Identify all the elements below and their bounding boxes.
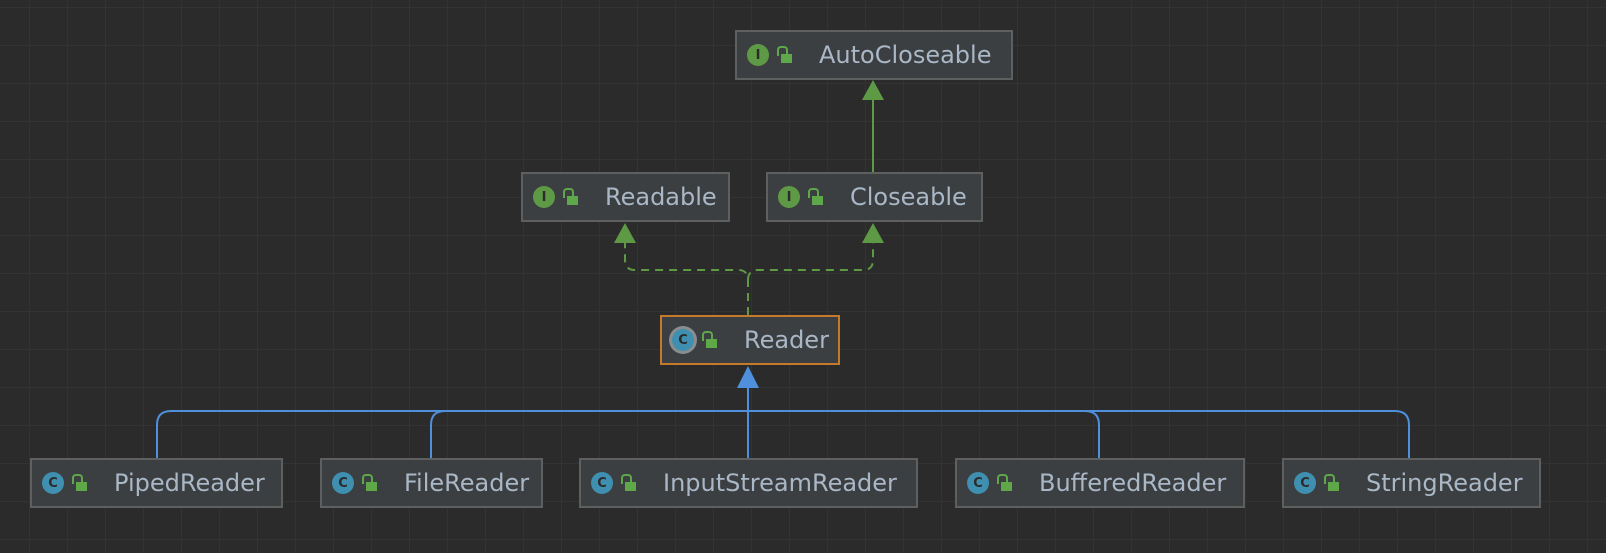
edge-filereader-reader — [430, 410, 446, 458]
node-filereader[interactable]: C FileReader — [320, 458, 543, 508]
arrowhead-reader — [737, 366, 759, 388]
abstract-class-icon: C — [672, 329, 694, 351]
interface-icon: I — [533, 186, 555, 208]
node-readable[interactable]: I Readable — [521, 172, 730, 222]
class-icon: C — [42, 472, 64, 494]
edge-reader-readable — [624, 241, 749, 315]
public-lock-icon — [72, 474, 88, 492]
node-autocloseable[interactable]: I AutoCloseable — [735, 30, 1013, 80]
node-stringreader[interactable]: C StringReader — [1282, 458, 1541, 508]
node-label: PipedReader — [114, 469, 265, 497]
interface-icon: I — [778, 186, 800, 208]
public-lock-icon — [702, 331, 718, 349]
node-label: Reader — [744, 326, 829, 354]
node-label: InputStreamReader — [663, 469, 897, 497]
public-lock-icon — [362, 474, 378, 492]
node-inputstreamreader[interactable]: C InputStreamReader — [579, 458, 918, 508]
node-label: StringReader — [1366, 469, 1523, 497]
node-label: FileReader — [404, 469, 530, 497]
edge-reader-closeable — [747, 241, 874, 281]
arrowhead-closeable — [862, 223, 884, 243]
node-label: BufferedReader — [1039, 469, 1227, 497]
edge-pipedreader-reader — [156, 410, 748, 458]
node-label: Closeable — [850, 183, 967, 211]
public-lock-icon — [621, 474, 637, 492]
public-lock-icon — [997, 474, 1013, 492]
public-lock-icon — [808, 188, 824, 206]
node-label: AutoCloseable — [819, 41, 992, 69]
class-icon: C — [967, 472, 989, 494]
public-lock-icon — [1324, 474, 1340, 492]
node-label: Readable — [605, 183, 717, 211]
public-lock-icon — [563, 188, 579, 206]
interface-icon: I — [747, 44, 769, 66]
node-pipedreader[interactable]: C PipedReader — [30, 458, 283, 508]
edge-bufferedreader-reader — [748, 410, 1100, 458]
node-closeable[interactable]: I Closeable — [766, 172, 983, 222]
class-icon: C — [591, 472, 613, 494]
arrowhead-autocloseable — [862, 80, 884, 100]
class-icon: C — [1294, 472, 1316, 494]
edge-stringreader-reader — [1085, 410, 1410, 458]
node-reader[interactable]: C Reader — [660, 315, 840, 365]
arrowhead-readable — [614, 223, 636, 243]
public-lock-icon — [777, 46, 793, 64]
class-icon: C — [332, 472, 354, 494]
node-bufferedreader[interactable]: C BufferedReader — [955, 458, 1245, 508]
